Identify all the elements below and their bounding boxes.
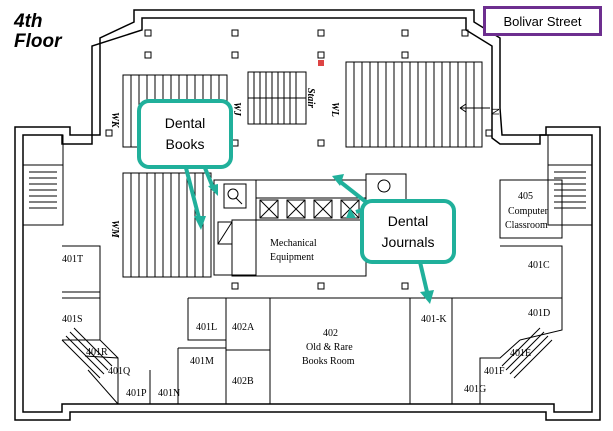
stack-label-wk: WK [109, 112, 120, 129]
room-401s: 401S [62, 314, 83, 325]
stacks-wm [122, 172, 212, 278]
right-fan-stair [501, 327, 553, 379]
svg-text:N: N [489, 108, 500, 115]
floor-title-line1: 4th [14, 11, 43, 32]
stack-label-wm: WM [109, 220, 120, 239]
room-401t: 401T [62, 254, 83, 265]
north-arrow-icon: N [459, 103, 500, 115]
room-401r: 401R [86, 347, 108, 358]
central-stair [247, 71, 307, 125]
room-401n: 401N [158, 388, 180, 399]
dental-journals-line2: Journals [381, 233, 435, 250]
room-402b: 402B [232, 376, 254, 387]
room-402-line1: Old & Rare [306, 342, 353, 353]
building-outline [14, 9, 601, 421]
room-401c: 401C [528, 260, 550, 271]
stack-label-wl: WL [329, 102, 340, 117]
room-405-number: 405 [518, 191, 533, 202]
elevator-core [213, 173, 407, 277]
dental-journals-callout[interactable]: Dental Journals [360, 199, 456, 264]
mechanical-label-1: Mechanical [270, 238, 317, 249]
left-stair-tower [22, 134, 64, 226]
room-405-outline [499, 179, 563, 239]
columns [105, 29, 493, 290]
stack-label-wj: WJ [231, 102, 242, 117]
stair-label: Stair [305, 88, 316, 108]
street-label: Bolivar Street [483, 6, 602, 36]
callout-arrows [184, 167, 430, 297]
dental-books-callout[interactable]: Dental Books [137, 99, 233, 169]
floor-title: 4th Floor [14, 12, 62, 52]
room-401m: 401M [190, 356, 214, 367]
arrowheads [194, 174, 434, 304]
books-arrow-1 [184, 167, 202, 223]
room-402a: 402A [232, 322, 255, 333]
room-401p: 401P [126, 388, 147, 399]
marker-dot [318, 60, 324, 66]
room-405-line1: Computer [508, 206, 549, 217]
lower-rooms [62, 245, 563, 405]
room-401e: 401E [510, 348, 531, 359]
mechanical-label-2: Equipment [270, 252, 314, 263]
journals-arrow-3 [418, 261, 430, 297]
room-401k: 401-K [421, 314, 447, 325]
room-401l: 401L [196, 322, 217, 333]
floor-title-line2: Floor [14, 31, 62, 52]
left-fan-stair [61, 327, 113, 379]
stacks-wl [345, 61, 483, 148]
room-401f: 401F [484, 366, 505, 377]
room-401q: 401Q [108, 366, 131, 377]
dental-books-line1: Dental [164, 115, 206, 131]
journals-arrow-1 [336, 178, 368, 204]
room-402-line2: Books Room [302, 356, 355, 367]
room-401g: 401G [464, 384, 486, 395]
room-401d: 401D [528, 308, 550, 319]
dental-journals-line1: Dental [387, 212, 429, 229]
room-402-number: 402 [323, 328, 338, 339]
dental-books-line2: Books [165, 136, 205, 152]
room-405-line2: Classroom [505, 220, 548, 231]
